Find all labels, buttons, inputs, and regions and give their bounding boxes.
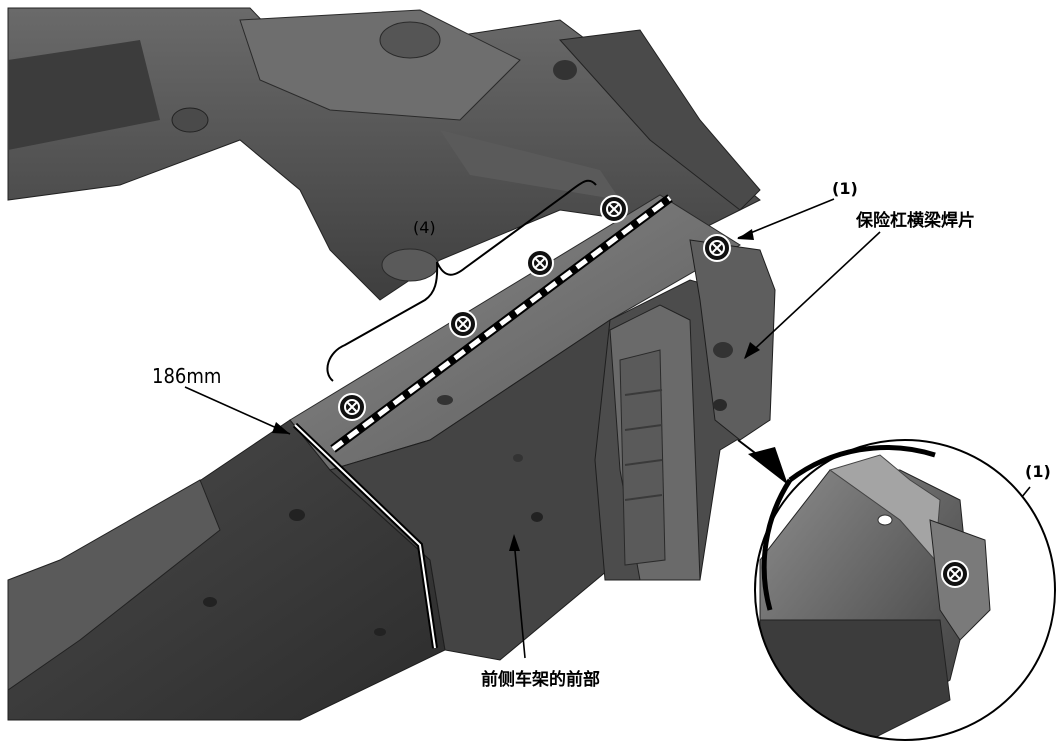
ref-label-4: (4) bbox=[413, 218, 436, 237]
dimension-label: 186mm bbox=[152, 364, 222, 388]
ref-label-1-top: (1) bbox=[832, 179, 858, 198]
cut-line bbox=[292, 422, 438, 649]
upper-frame-structure bbox=[7, 7, 761, 301]
weld-point-icon bbox=[703, 234, 731, 262]
detail-view bbox=[737, 439, 1056, 741]
bumper-beam-weld-plate bbox=[594, 239, 776, 581]
weld-point-icon bbox=[338, 393, 366, 421]
weld-points bbox=[338, 195, 969, 588]
ref-label-1-detail: (1) bbox=[1025, 462, 1051, 481]
front-side-frame bbox=[7, 194, 741, 721]
group-bracket bbox=[326, 179, 597, 382]
weld-point-icon bbox=[449, 310, 477, 338]
weld-seam-line bbox=[330, 194, 673, 453]
detail-arrowhead bbox=[748, 447, 788, 485]
weld-point-icon bbox=[600, 195, 628, 223]
weld-point-icon bbox=[526, 249, 554, 277]
weld-point-icon bbox=[941, 560, 969, 588]
front-side-frame-label: 前侧车架的前部 bbox=[481, 670, 600, 690]
bumper-beam-plate-label: 保险杠横梁焊片 bbox=[856, 211, 975, 231]
